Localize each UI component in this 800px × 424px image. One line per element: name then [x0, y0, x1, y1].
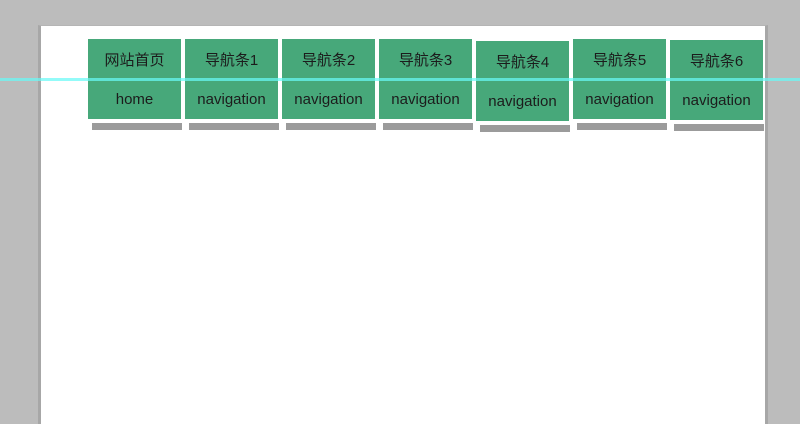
nav-button-shadow — [189, 123, 279, 130]
nav-button-1[interactable]: 导航条1 navigation — [185, 39, 278, 119]
nav-item-2[interactable]: 导航条2 navigation — [282, 39, 376, 132]
nav-item-1[interactable]: 导航条1 navigation — [185, 39, 279, 132]
nav-button-shadow — [674, 124, 764, 131]
nav-button-shadow — [577, 123, 667, 130]
nav-button-title: 网站首页 — [104, 51, 165, 69]
nav-item-4[interactable]: 导航条4 navigation — [476, 41, 570, 132]
nav-button-subtitle: navigation — [488, 92, 557, 110]
nav-button-title: 导航条4 — [495, 53, 550, 71]
nav-button-title: 导航条1 — [204, 51, 259, 69]
nav-item-5[interactable]: 导航条5 navigation — [573, 39, 667, 132]
nav-button-title: 导航条6 — [689, 52, 744, 70]
nav-button-title: 导航条3 — [398, 51, 453, 69]
nav-button-subtitle: navigation — [294, 90, 363, 108]
nav-button-subtitle: navigation — [585, 90, 654, 108]
nav-button-subtitle: navigation — [391, 90, 460, 108]
nav-button-5[interactable]: 导航条5 navigation — [573, 39, 666, 119]
page-canvas: 网站首页 home 导航条1 navigation 导航条2 navigatio… — [38, 25, 768, 424]
nav-button-subtitle: navigation — [682, 91, 751, 109]
nav-button-4[interactable]: 导航条4 navigation — [476, 41, 569, 121]
nav-button-subtitle: home — [115, 90, 154, 108]
nav-button-shadow — [286, 123, 376, 130]
nav-button-home[interactable]: 网站首页 home — [88, 39, 181, 119]
navigation-bar: 网站首页 home 导航条1 navigation 导航条2 navigatio… — [88, 39, 764, 132]
nav-button-shadow — [383, 123, 473, 130]
nav-button-title: 导航条2 — [301, 51, 356, 69]
nav-button-shadow — [92, 123, 182, 130]
nav-item-home[interactable]: 网站首页 home — [88, 39, 182, 132]
nav-button-shadow — [480, 125, 570, 132]
nav-button-subtitle: navigation — [197, 90, 266, 108]
nav-button-2[interactable]: 导航条2 navigation — [282, 39, 375, 119]
nav-button-title: 导航条5 — [592, 51, 647, 69]
nav-item-3[interactable]: 导航条3 navigation — [379, 39, 473, 132]
nav-item-6[interactable]: 导航条6 navigation — [670, 40, 764, 132]
nav-button-3[interactable]: 导航条3 navigation — [379, 39, 472, 119]
nav-button-6[interactable]: 导航条6 navigation — [670, 40, 763, 120]
